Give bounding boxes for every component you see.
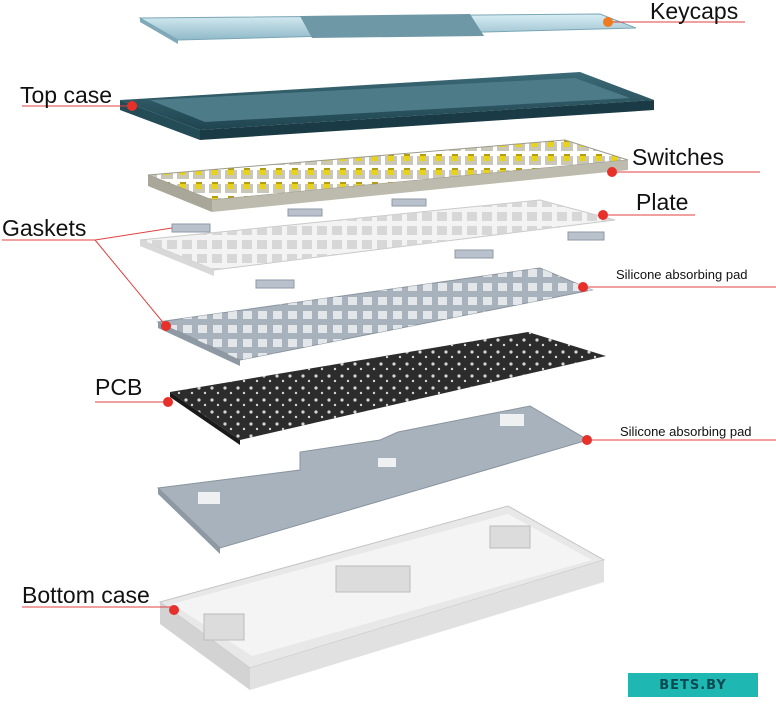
silicone-pad-1-marker	[578, 282, 588, 292]
top-case-marker	[127, 101, 137, 111]
plate-leader	[598, 210, 695, 220]
gaskets-leader	[2, 227, 173, 331]
gaskets-group	[171, 198, 605, 289]
silicone-pad-1-label: Silicone absorbing pad	[616, 267, 748, 282]
keycaps-label: Keycaps	[650, 0, 739, 24]
keycaps-leader	[603, 17, 745, 27]
plate-label: Plate	[636, 189, 689, 215]
bottom-case-layer	[158, 505, 606, 690]
silicone-pad-2-label: Silicone absorbing pad	[620, 424, 752, 439]
pcb-marker	[163, 397, 173, 407]
top-case-layer	[120, 72, 654, 140]
watermark-text: BETS.BY	[659, 677, 727, 693]
silicone-pad-2-leader	[582, 435, 776, 445]
gaskets-marker	[161, 321, 171, 331]
plate-marker	[598, 210, 608, 220]
silicone-pad-1-leader	[578, 282, 776, 292]
switches-label: Switches	[632, 144, 725, 170]
keycaps-layer	[138, 13, 637, 44]
pcb-layer	[170, 332, 606, 445]
silicone-pad-1-layer	[156, 267, 594, 366]
top-case-label: Top case	[20, 82, 113, 108]
silicone-pad-2-marker	[582, 435, 592, 445]
pcb-leader	[95, 397, 173, 407]
gaskets-label: Gaskets	[2, 215, 87, 241]
top-case-leader	[22, 101, 137, 111]
bottom-case-label: Bottom case	[22, 582, 150, 608]
silicone-pad-2-layer	[156, 405, 590, 554]
bottom-case-marker	[169, 605, 179, 615]
pcb-label: PCB	[95, 374, 143, 400]
bottom-case-leader	[22, 605, 179, 615]
switches-layer	[147, 139, 629, 212]
keycaps-marker	[603, 17, 613, 27]
switches-marker	[607, 167, 617, 177]
watermark-badge: BETS.BY	[628, 673, 758, 697]
switches-leader	[607, 167, 760, 177]
plate-layer	[139, 199, 616, 276]
